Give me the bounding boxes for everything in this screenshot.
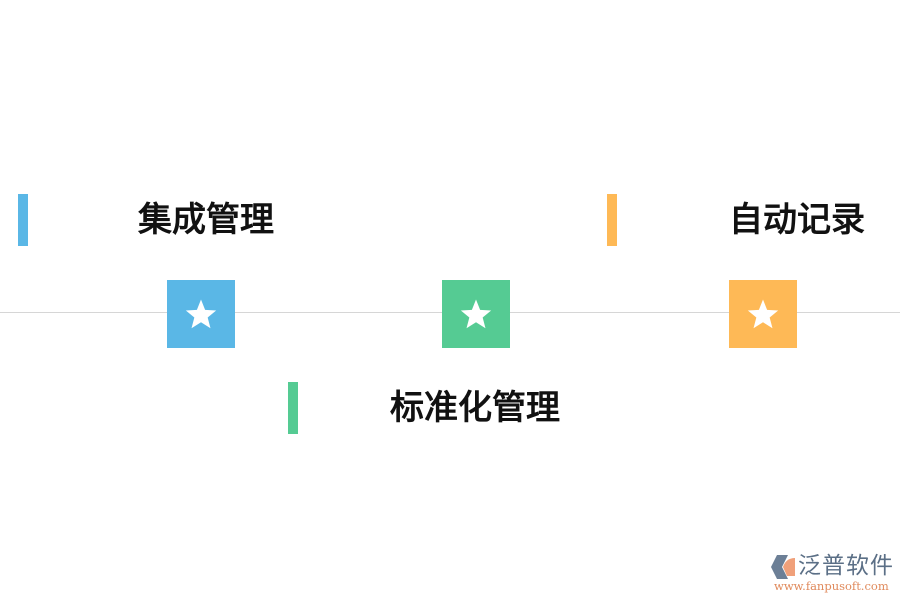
brand-name: 泛普软件 [798, 553, 894, 579]
fanpusoft-watermark: 泛普软件 www.fanpusoft.com [768, 552, 896, 596]
fanpu-logo-icon [771, 555, 795, 579]
timeline-node-auto-record [729, 280, 797, 348]
timeline-node-standardization [442, 280, 510, 348]
star-icon [747, 299, 779, 329]
star-icon [460, 299, 492, 329]
brand-url: www.fanpusoft.com [774, 579, 889, 593]
timeline-node-integrated [167, 280, 235, 348]
accent-bar-integrated [18, 194, 28, 246]
star-icon [185, 299, 217, 329]
label-integrated-management: 集成管理 [138, 200, 274, 240]
accent-bar-standardization [288, 382, 298, 434]
label-standardization-management: 标准化管理 [390, 388, 560, 428]
label-auto-record: 自动记录 [729, 200, 865, 240]
accent-bar-auto-record [607, 194, 617, 246]
